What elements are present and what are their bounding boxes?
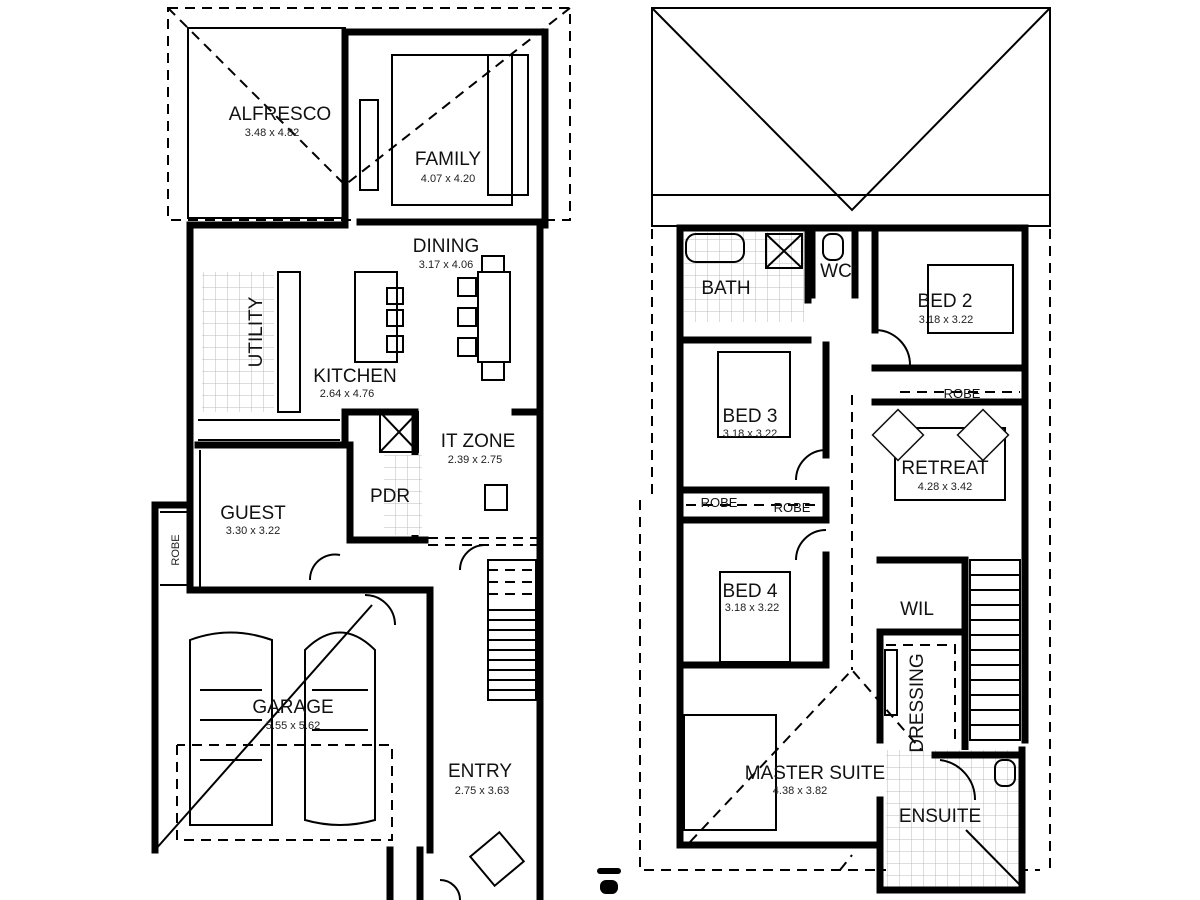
bathtub <box>685 233 745 263</box>
garage-walls <box>151 501 434 854</box>
utility-tiles <box>202 272 274 412</box>
bed3-walls <box>676 341 830 524</box>
room-label-family: FAMILY <box>415 149 481 170</box>
roof-outline <box>167 7 571 221</box>
room-label-wil: WIL <box>900 599 934 620</box>
room-label-master-suite: MASTER SUITE <box>745 763 885 784</box>
car-left <box>189 631 273 826</box>
room-label-guest: GUEST <box>220 503 286 524</box>
family-walls <box>341 28 549 229</box>
room-label-bed-2: BED 2 <box>918 291 973 312</box>
room-label-kitchen: KITCHEN <box>313 366 396 387</box>
desk-chair <box>484 484 508 511</box>
wc-walls <box>808 224 879 334</box>
armchair <box>956 408 1010 462</box>
room-label-bath: BATH <box>701 278 750 299</box>
ensuite-tiles <box>886 750 1022 890</box>
roof-hip-lines-upper <box>651 7 1051 212</box>
bed2-robe-walls <box>871 364 1026 406</box>
upper-outer-walls <box>676 224 1029 849</box>
room-size-family: 4.07 x 4.20 <box>421 173 475 185</box>
family-rug <box>391 54 513 206</box>
room-label-utility: UTILITY <box>246 296 267 367</box>
room-label-entry: ENTRY <box>448 761 512 782</box>
room-label-garage: GARAGE <box>252 697 333 718</box>
room-label-robe-bed2: ROBE <box>944 386 981 401</box>
room-label-bed-3: BED 3 <box>723 406 778 427</box>
room-label-it-zone: IT ZONE <box>441 431 516 452</box>
room-label-ensuite: ENSUITE <box>899 806 981 827</box>
kitchen-island <box>354 271 398 363</box>
room-label-retreat: RETREAT <box>901 458 989 479</box>
entry-chair <box>468 830 526 888</box>
wil-walls <box>876 556 969 754</box>
north-marker <box>597 868 621 874</box>
bed4-walls <box>676 551 830 669</box>
room-label-robe-bed3: ROBE <box>701 495 738 510</box>
room-size-kitchen: 2.64 x 4.76 <box>320 388 374 400</box>
toilet <box>822 233 844 261</box>
room-size-it-zone: 2.39 x 2.75 <box>448 454 502 466</box>
car-right <box>304 631 376 826</box>
room-label-robe-bed4: ROBE <box>774 500 811 515</box>
bed-2-furniture <box>927 264 1014 334</box>
armchair <box>871 408 925 462</box>
room-label-dining: DINING <box>413 236 480 257</box>
master-bed <box>683 714 777 831</box>
room-size-garage: 5.55 x 5.62 <box>266 720 320 732</box>
bed-3-furniture <box>717 351 791 438</box>
room-size-master-suite: 4.38 x 3.82 <box>773 785 827 797</box>
retreat-rug <box>894 427 1006 501</box>
kitchen-bench <box>277 271 301 413</box>
room-size-bed-3: 3.18 x 3.22 <box>723 428 777 440</box>
ensuite-walls <box>876 746 1026 894</box>
upper-floor-plan: BATH WC BED 2 3.18 x 3.22 ROBE BED 3 3.1… <box>597 7 1051 894</box>
sofa <box>487 54 529 196</box>
room-size-alfresco: 3.48 x 4.82 <box>245 127 299 139</box>
room-size-dining: 3.17 x 4.06 <box>419 259 473 271</box>
door-swing <box>308 553 341 581</box>
main-walls <box>186 218 544 900</box>
room-size-entry: 2.75 x 3.63 <box>455 785 509 797</box>
room-label-dressing: DRESSING <box>907 653 928 752</box>
room-size-bed-2: 3.18 x 3.22 <box>919 314 973 326</box>
ground-floor-plan: ALFRESCO 3.48 x 4.82 FAMILY 4.07 x 4.20 … <box>151 7 571 900</box>
room-label-robe-guest: ROBE <box>170 534 182 565</box>
interior-walls <box>186 221 419 594</box>
room-size-guest: 3.30 x 3.22 <box>226 525 280 537</box>
room-size-bed-4: 3.18 x 3.22 <box>725 602 779 614</box>
room-label-wc: WC <box>820 261 852 282</box>
room-size-retreat: 4.28 x 3.42 <box>918 481 972 493</box>
garage-door-outline <box>176 744 393 841</box>
stairs-upper <box>969 559 1021 741</box>
dining-table <box>477 271 511 363</box>
ensuite-toilet <box>994 759 1016 787</box>
bed-4-furniture <box>719 571 791 663</box>
room-label-alfresco: ALFRESCO <box>229 104 331 125</box>
stairs-ground <box>487 559 537 701</box>
roof-outline-upper <box>651 7 1051 227</box>
room-label-pdr: PDR <box>370 486 410 507</box>
pdr-walls <box>346 441 429 544</box>
room-label-bed-4: BED 4 <box>723 581 778 602</box>
